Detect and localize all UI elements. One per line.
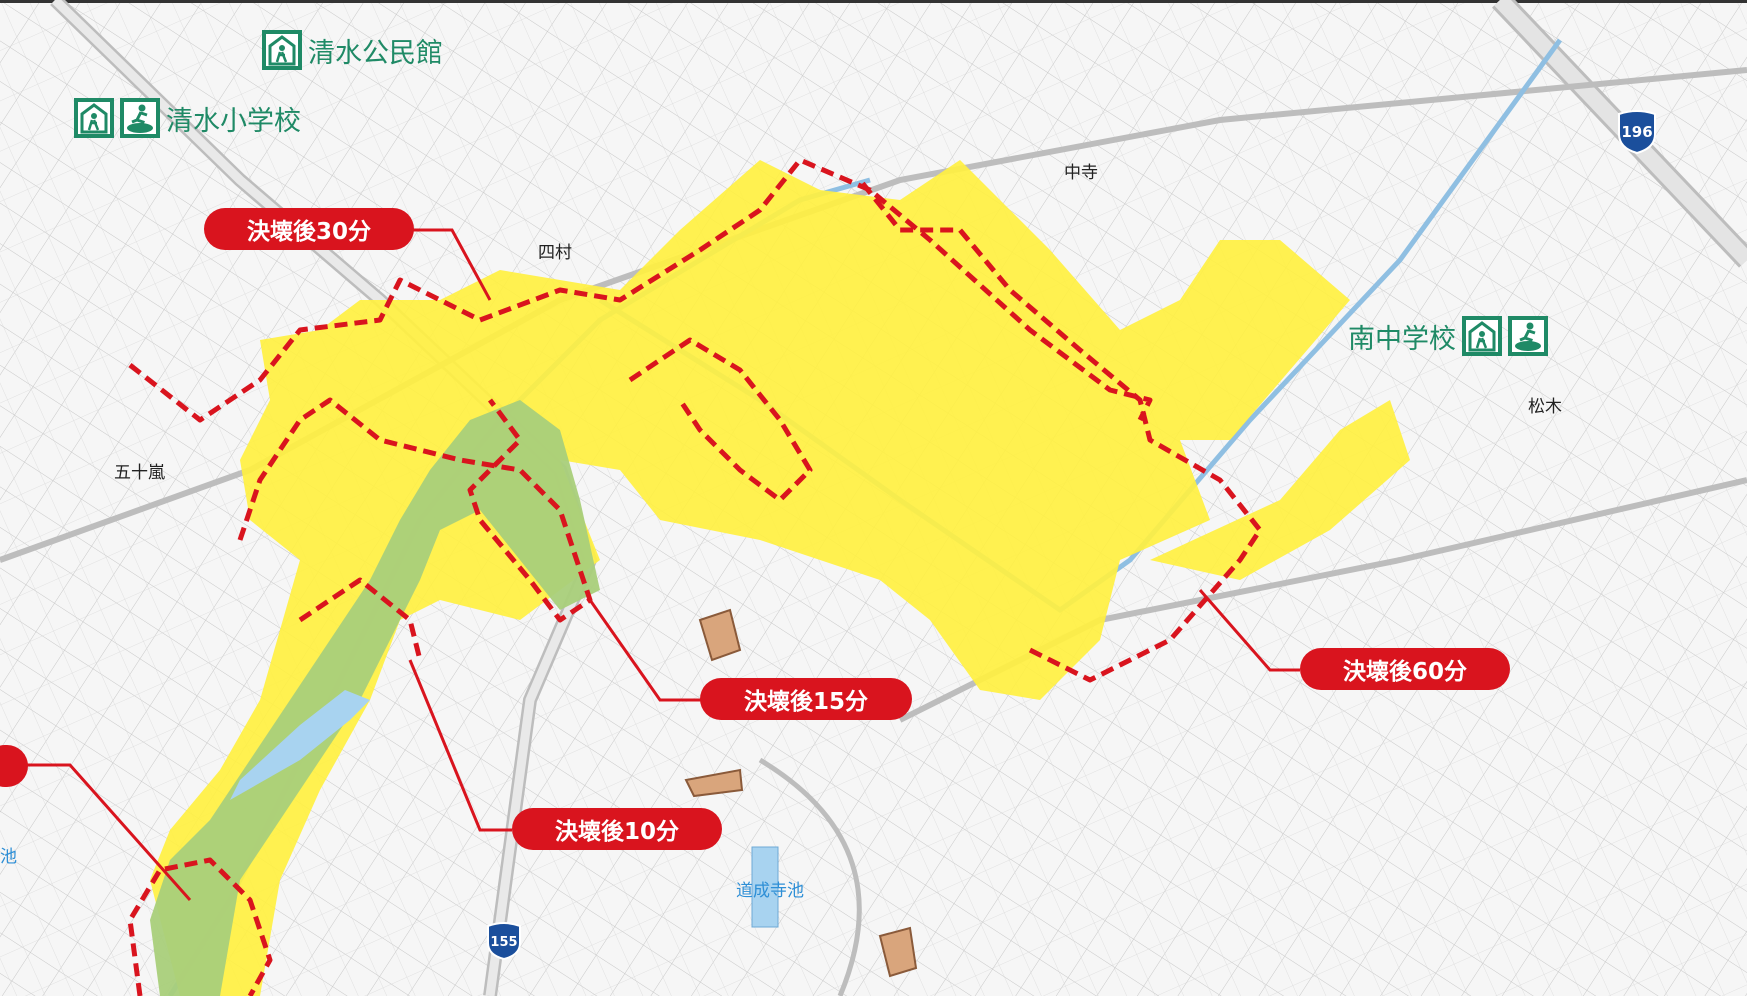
boundary-inner [628,337,813,503]
pond-label-left-edge: 池 [0,847,17,867]
route-number-196: 196 [1621,123,1652,141]
facility-shimizu-elementary-school: 清水小学校 [74,98,301,138]
route-shield-155: 155 [486,922,522,961]
evacuation-shelter-icon [262,30,302,70]
boundary-10min [127,577,423,996]
brown-parcels [684,608,918,978]
boundary-30min [128,157,1153,423]
flood-area-yellow-east [1150,400,1410,580]
facility-label: 南中学校 [1348,323,1456,355]
route-number-155: 155 [490,935,517,950]
place-label-nakadera: 中寺 [1064,163,1098,183]
place-label-shimura: 四村 [538,243,572,263]
callout-leaders [20,228,1300,901]
place-label-matsuki: 松木 [1528,397,1562,417]
early-inundation-green [150,400,600,996]
flood-area-yellow [150,160,1350,996]
callout-15min: 決壊後15分 [700,678,912,720]
evacuation-site-icon [1508,316,1548,356]
inundation-boundaries [127,157,1263,996]
pond-river-segment [230,690,370,800]
evacuation-shelter-icon [1462,316,1502,356]
callout-60min: 決壊後60分 [1300,648,1510,690]
evacuation-site-icon [120,98,160,138]
facility-shimizu-kominkan: 清水公民館 [262,30,443,70]
callout-10min: 決壊後10分 [512,808,722,850]
facility-label: 清水小学校 [166,105,301,137]
evacuation-shelter-icon [74,98,114,138]
callout-30min: 決壊後30分 [204,208,414,250]
facility-label: 清水公民館 [308,37,443,69]
map-frame-top-line [0,0,1747,3]
pond-label-dojoji: 道成寺池 [736,881,804,901]
boundary-60min [858,178,1263,683]
route-shield-196: 196 [1616,110,1658,155]
place-label-igarashi: 五十嵐 [114,463,165,483]
pond-dojoji [751,846,779,928]
facility-minami-junior-high: 南中学校 [1348,316,1548,356]
boundary-15min [237,397,593,623]
route-shield-icon: 196 [1618,110,1656,155]
route-shield-icon: 155 [487,922,521,961]
